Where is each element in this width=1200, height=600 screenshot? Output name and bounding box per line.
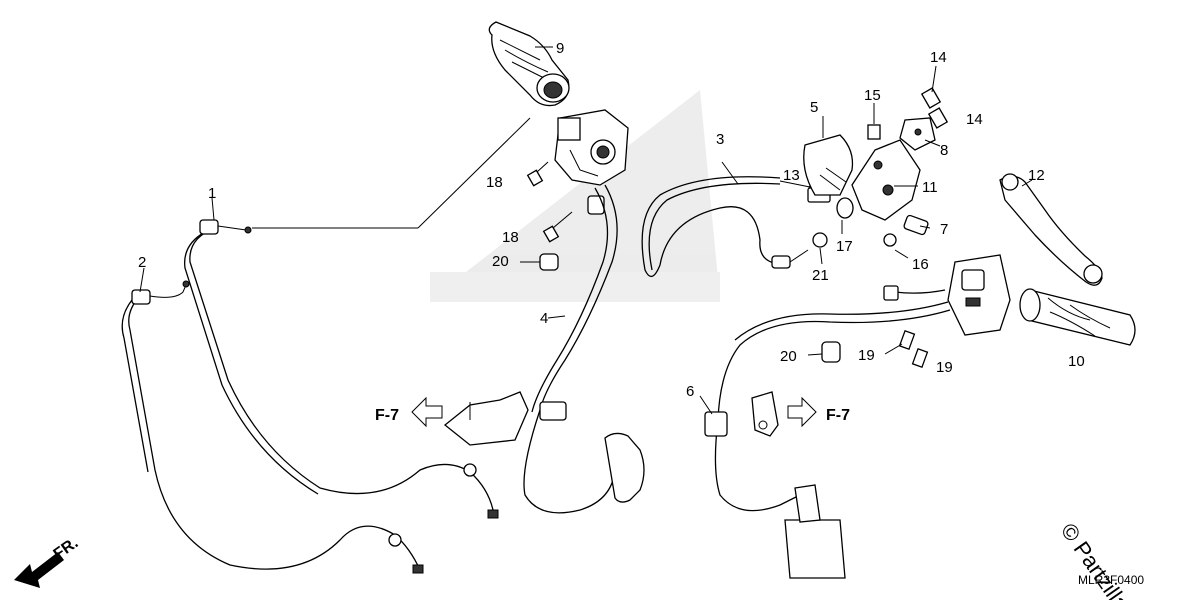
- screw-19-a[interactable]: [898, 329, 916, 351]
- clutch-cable[interactable]: [641, 161, 816, 277]
- ref-arrow-left[interactable]: [411, 396, 443, 428]
- throttle-housing[interactable]: [554, 109, 629, 186]
- diagram-code: MLR3F0400: [1078, 573, 1144, 587]
- bolt-14-a[interactable]: [920, 87, 942, 109]
- left-grip[interactable]: [1019, 288, 1136, 346]
- callout-1: 1: [208, 185, 216, 202]
- callout-19-left: 19: [858, 347, 875, 364]
- screw-19-b[interactable]: [911, 347, 929, 369]
- throttle-cable-1[interactable]: [184, 219, 499, 519]
- ref-label-right[interactable]: F-7: [826, 407, 850, 424]
- callout-2: 2: [138, 254, 146, 271]
- clamp-8[interactable]: [899, 117, 936, 151]
- clutch-lever-bracket[interactable]: [851, 139, 921, 221]
- callout-20-left: 20: [492, 253, 509, 270]
- callout-14-top: 14: [930, 49, 947, 66]
- left-switch-harness[interactable]: [704, 285, 951, 579]
- bolt-15[interactable]: [867, 124, 881, 140]
- callout-13: 13: [783, 167, 800, 184]
- callout-14-right: 14: [966, 111, 983, 128]
- front-arrow-icon: [14, 552, 64, 588]
- callout-18-lower: 18: [502, 229, 519, 246]
- nut-21[interactable]: [812, 232, 828, 248]
- callout-8: 8: [940, 142, 948, 159]
- left-switch-housing[interactable]: [947, 254, 1011, 336]
- callout-10: 10: [1068, 353, 1085, 370]
- callout-21: 21: [812, 267, 829, 284]
- callout-15: 15: [864, 87, 881, 104]
- callout-19-right: 19: [936, 359, 953, 376]
- right-switch-harness[interactable]: [523, 184, 645, 514]
- screw-18-upper[interactable]: [526, 161, 549, 187]
- background-logo: [430, 90, 720, 302]
- callout-4: 4: [540, 310, 548, 327]
- nut-16[interactable]: [883, 233, 897, 247]
- reference-line: [417, 117, 531, 229]
- watermark: © Partzilla: [1056, 519, 1135, 600]
- clamp-20-right[interactable]: [821, 341, 841, 363]
- callout-12: 12: [1028, 167, 1045, 184]
- washer-17[interactable]: [836, 197, 854, 219]
- ref-arrow-right[interactable]: [787, 396, 817, 428]
- screw-18-lower[interactable]: [542, 211, 573, 243]
- callout-18-upper: 18: [486, 174, 503, 191]
- clamp-near-housing[interactable]: [587, 195, 605, 215]
- switch-7[interactable]: [903, 214, 929, 236]
- callout-9: 9: [556, 40, 564, 57]
- callout-16: 16: [912, 256, 929, 273]
- bracket-left[interactable]: [443, 391, 529, 446]
- throttle-grip[interactable]: [488, 21, 570, 107]
- callout-5: 5: [810, 99, 818, 116]
- throttle-cable-2[interactable]: [121, 280, 424, 574]
- callout-6: 6: [686, 383, 694, 400]
- callout-17: 17: [836, 238, 853, 255]
- callout-11: 11: [922, 179, 938, 196]
- callout-7: 7: [940, 221, 948, 238]
- callout-3: 3: [716, 131, 724, 148]
- ref-label-left[interactable]: F-7: [375, 407, 399, 424]
- bracket-right[interactable]: [751, 391, 779, 437]
- leader-lines: [139, 65, 1033, 415]
- clutch-bracket-cover[interactable]: [803, 134, 854, 196]
- bolt-14-b[interactable]: [927, 107, 949, 129]
- callout-20-right: 20: [780, 348, 797, 365]
- clutch-lever[interactable]: [999, 173, 1103, 286]
- clamp-20-left[interactable]: [539, 253, 559, 271]
